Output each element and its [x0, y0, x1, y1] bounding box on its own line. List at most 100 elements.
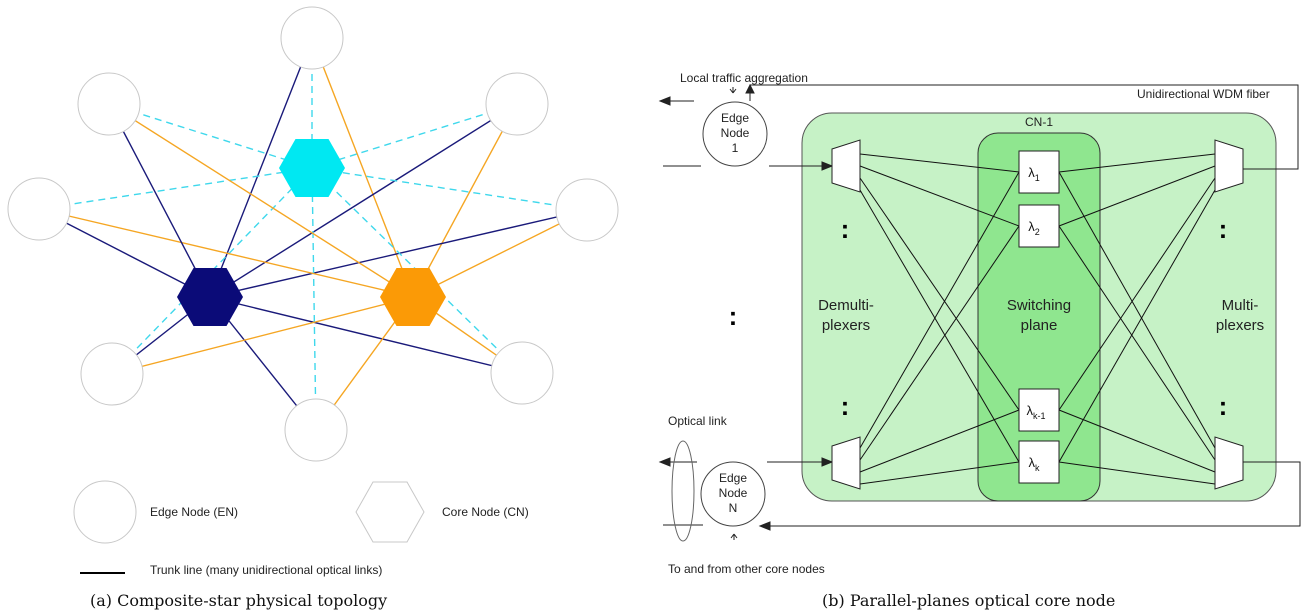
edge-node-1-line1: Edge — [721, 111, 749, 125]
switching-label-line1: Switching — [1007, 297, 1071, 314]
plane-to-mux-bottom-link — [1058, 461, 1216, 485]
orange-trunk-link — [108, 103, 414, 298]
optical-link-ellipse — [671, 440, 695, 542]
lambda-1-sub: 1 — [1035, 173, 1040, 183]
edge-node-n-line3: N — [729, 501, 738, 515]
orange-trunk-link — [111, 296, 414, 375]
wavelength-plane-1: λ1 — [1018, 150, 1060, 194]
edge-node-1-line3: 1 — [732, 141, 739, 155]
plane-to-mux-top-link — [1058, 153, 1216, 173]
cyan-trunk-link — [38, 167, 313, 210]
other-nodes-label: To and from other core nodes — [668, 562, 825, 576]
mux-label-line2: plexers — [1216, 317, 1264, 334]
orange-trunk-link — [38, 208, 414, 298]
edge-node-8 — [77, 72, 141, 136]
core-node-label: CN-1 — [1025, 115, 1053, 129]
edge-node-1 — [280, 6, 344, 70]
switching-label-line2: plane — [1021, 317, 1058, 334]
cyan-trunk-link — [311, 103, 518, 169]
navy-trunk-link — [209, 209, 588, 298]
lambda-k-1-sub: k-1 — [1033, 411, 1046, 421]
plane-to-mux-bottom-link — [1058, 225, 1216, 461]
switching-plane-box — [977, 132, 1101, 502]
edge-node-n-line2: Node — [719, 486, 748, 500]
mux-bottom — [1214, 436, 1244, 490]
local-traffic-label: Local traffic aggregation — [680, 71, 808, 85]
edge-node-4 — [490, 341, 554, 405]
plane-to-mux-top-link — [1058, 177, 1216, 411]
edge-node-n-line1: Edge — [719, 471, 747, 485]
edge-node-2 — [485, 72, 549, 136]
demux-bottom — [831, 436, 861, 490]
svg-text:λk: λk — [1029, 455, 1041, 473]
svg-text:λk-1: λk-1 — [1026, 403, 1045, 421]
edge-node-1 — [702, 101, 768, 167]
lambda-k-1-base: λ — [1026, 403, 1033, 418]
edge-node-6 — [80, 342, 144, 406]
demux-top-to-plane-link — [859, 177, 1020, 411]
wavelength-plane-k-1: λk-1 — [1018, 388, 1060, 432]
demux-top-to-plane-link — [859, 189, 1020, 463]
mux-label-line1: Multi- — [1222, 297, 1259, 314]
orange-trunk-link — [412, 209, 588, 298]
legend-edge-node-icon — [73, 480, 137, 544]
core-node-navy — [177, 268, 243, 326]
cyan-trunk-link — [311, 167, 588, 211]
cyan-trunk-link — [311, 167, 317, 431]
navy-trunk-link — [209, 103, 518, 298]
plane-to-mux-top-link — [1058, 165, 1216, 227]
core-node-diagram: CN-1 λ1 — [658, 71, 1301, 610]
demux-bottom-to-plane-link — [859, 409, 1020, 473]
edge-node-1-line2: Node — [721, 126, 750, 140]
legend-core-node-icon — [355, 481, 425, 543]
lambda-1-base: λ — [1028, 165, 1035, 180]
edge-node-5 — [284, 398, 348, 462]
mux-top — [1214, 139, 1244, 193]
orange-trunk-link — [412, 103, 518, 298]
wavelength-plane-k: λk — [1018, 440, 1060, 484]
edge-node-7 — [7, 177, 71, 241]
mux-dots-top: : — [1219, 214, 1228, 244]
demux-bottom-to-plane-link — [859, 225, 1020, 461]
topology-nodes — [7, 6, 619, 462]
core-node-orange — [380, 268, 446, 326]
navy-trunk-link — [38, 208, 211, 298]
caption-left: (a) Composite-star physical topology — [90, 591, 387, 610]
core-node-cyan — [279, 139, 345, 197]
optical-link-label: Optical link — [668, 414, 728, 428]
lambda-k-sub: k — [1035, 463, 1040, 473]
caption-right: (b) Parallel-planes optical core node — [822, 591, 1115, 610]
svg-text:λ2: λ2 — [1028, 219, 1040, 237]
lambda-2-base: λ — [1028, 219, 1035, 234]
demux-bottom-to-plane-link — [859, 461, 1020, 485]
demux-dots-top: : — [841, 214, 850, 244]
navy-trunk-link — [108, 103, 211, 298]
demux-top — [831, 139, 861, 193]
legend-edge-node-label: Edge Node (EN) — [150, 505, 238, 519]
plane-to-mux-bottom-link — [1058, 409, 1216, 473]
internal-links — [859, 153, 1216, 485]
topology-diagram: Edge Node (EN) Core Node (CN) Trunk line… — [7, 6, 619, 610]
local-traffic-arrow-icon — [729, 87, 737, 94]
plane-to-mux-top-link — [1058, 189, 1216, 463]
demux-top-to-plane-link — [859, 165, 1020, 227]
demux-top-to-plane-link — [859, 153, 1020, 173]
edge-node-3 — [555, 178, 619, 242]
lambda-2-sub: 2 — [1035, 227, 1040, 237]
demux-bottom-to-plane-link — [859, 171, 1020, 449]
lambda-k-base: λ — [1029, 455, 1036, 470]
external-fibers — [658, 83, 1301, 531]
legend-core-node-label: Core Node (CN) — [442, 505, 529, 519]
demux-label-line2: plexers — [822, 317, 870, 334]
svg-text:λ1: λ1 — [1028, 165, 1040, 183]
navy-trunk-link — [209, 296, 523, 374]
demux-dots-bottom: : — [841, 391, 850, 421]
plane-to-mux-bottom-link — [1058, 171, 1216, 449]
edge-node-n — [700, 461, 766, 527]
edge-node-dots: : — [729, 301, 738, 331]
wavelength-plane-2: λ2 — [1018, 204, 1060, 248]
other-nodes-arrow-icon — [730, 533, 738, 540]
legend-trunk-line-label: Trunk line (many unidirectional optical … — [150, 563, 382, 577]
demux-label-line1: Demulti- — [818, 297, 874, 314]
wdm-fiber-label: Unidirectional WDM fiber — [1137, 87, 1270, 101]
